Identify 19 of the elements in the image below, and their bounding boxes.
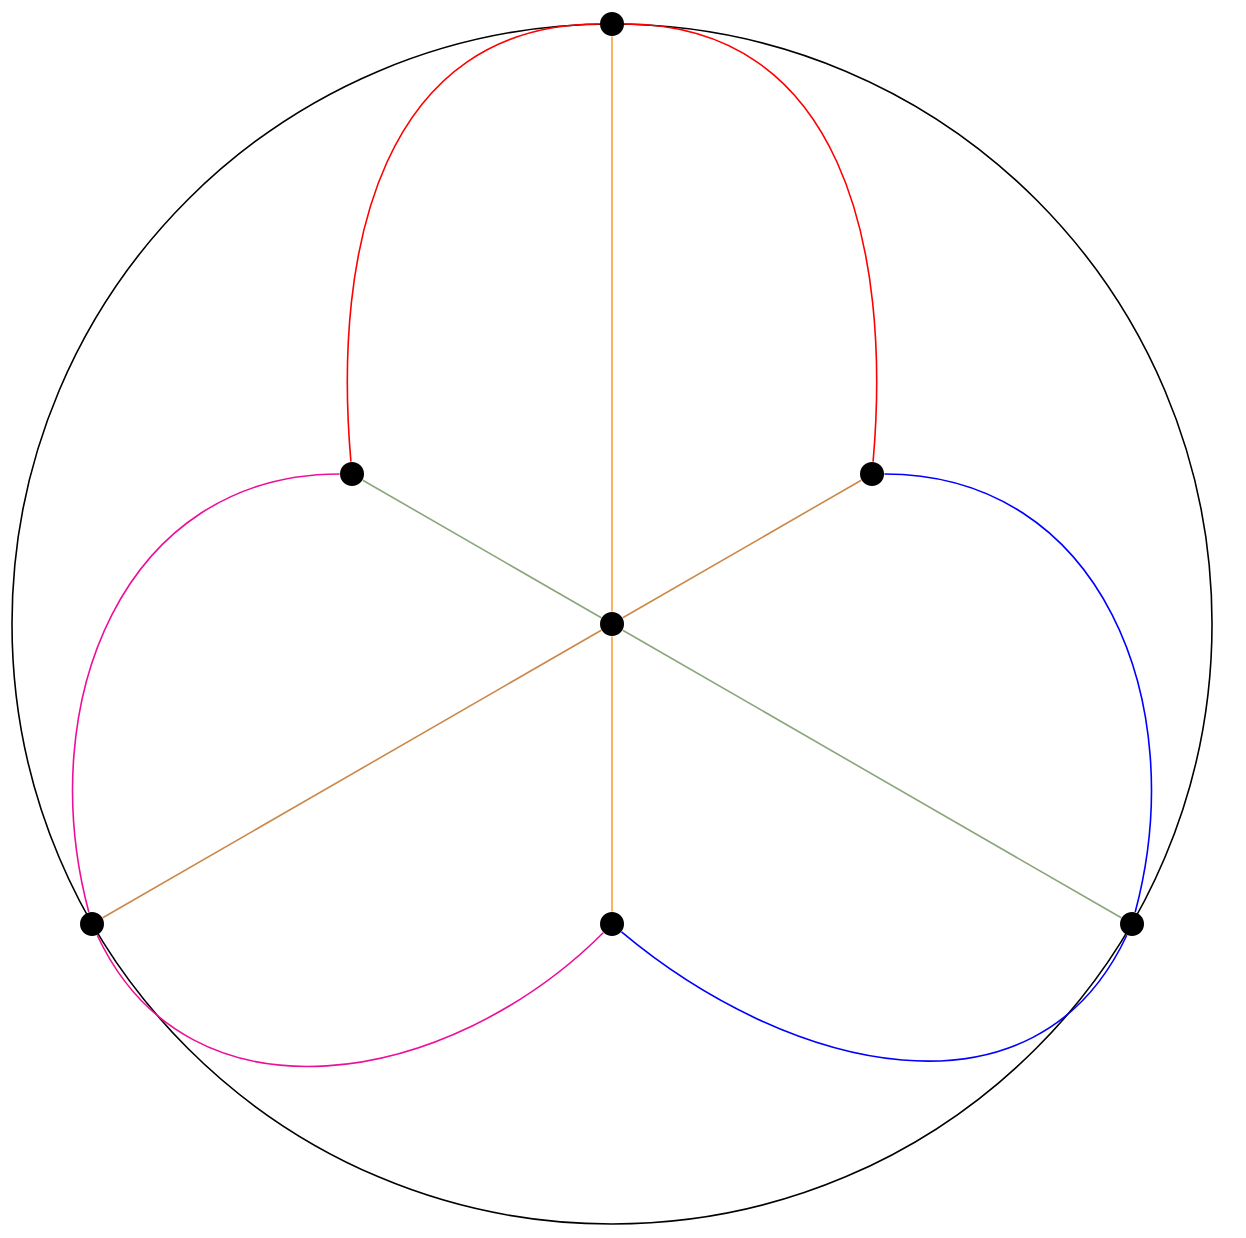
dot [340, 462, 364, 486]
arc [623, 23, 878, 463]
dot [80, 912, 104, 936]
dot [1120, 912, 1144, 936]
line [361, 479, 603, 619]
arc [96, 931, 605, 1067]
line [101, 629, 603, 919]
dot [600, 912, 624, 936]
dot [600, 12, 624, 36]
arc [883, 473, 1152, 913]
line [621, 479, 863, 619]
dot [600, 612, 624, 636]
line [621, 629, 1123, 919]
dot [860, 462, 884, 486]
arc [72, 473, 341, 913]
arc [620, 931, 1128, 1062]
arc [346, 23, 601, 463]
line [611, 635, 613, 913]
line [611, 35, 613, 613]
